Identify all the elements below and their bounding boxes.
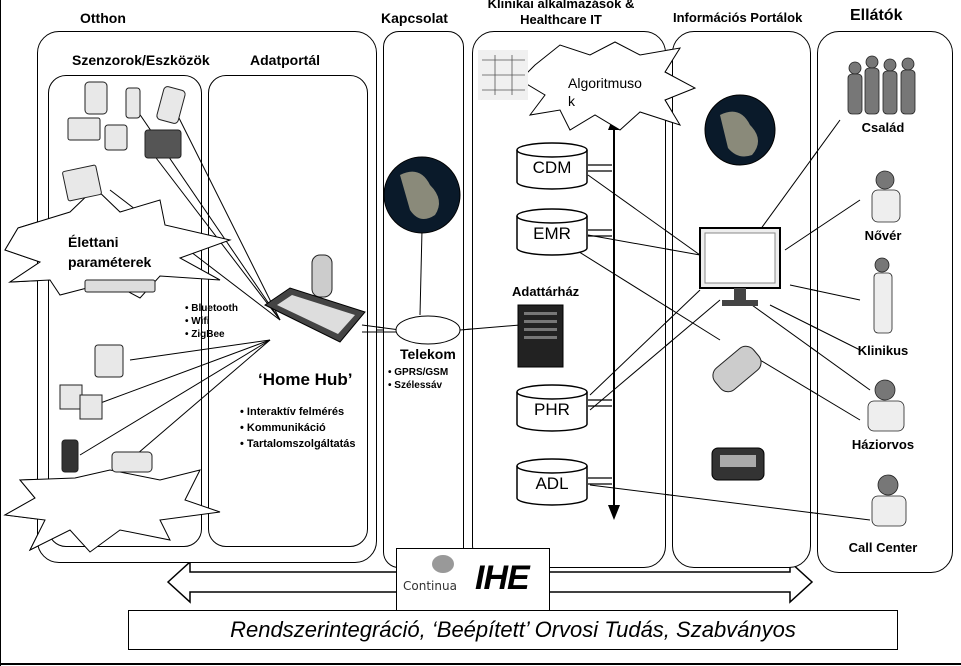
continua-logo: Continua xyxy=(403,579,457,593)
portals-title: Információs Portálok xyxy=(673,10,802,25)
phr-database: PHR xyxy=(516,384,588,432)
vital-params-line2: paraméterek xyxy=(68,252,151,272)
logo-box: Continua IHE xyxy=(396,548,550,612)
sensors-title: Szenzorok/Eszközök xyxy=(72,52,210,68)
wireless-item: ZigBee xyxy=(185,328,238,341)
ihe-logo: IHE xyxy=(475,559,529,598)
telekom-list: GPRS/GSM Szélessáv xyxy=(388,366,448,392)
vital-params-label: Élettani paraméterek xyxy=(68,232,151,272)
hub-services-list: Interaktív felmérés Kommunikáció Tartalo… xyxy=(240,404,356,452)
sensors-frame xyxy=(48,75,202,547)
vital-params-line1: Élettani xyxy=(68,232,151,252)
providers-title: Ellátók xyxy=(850,7,902,25)
portals-frame xyxy=(672,31,811,568)
cdm-database: CDM xyxy=(516,142,588,190)
wireless-item: Bluetooth xyxy=(185,302,238,315)
provider-clinician: Klinikus xyxy=(828,343,938,358)
provider-gp: Háziorvos xyxy=(828,437,938,452)
provider-family: Család xyxy=(828,120,938,135)
connection-frame xyxy=(383,31,464,568)
adl-label: ADL xyxy=(516,474,588,494)
continua-logo-mark xyxy=(432,555,454,573)
providers-frame xyxy=(817,31,953,573)
algorithms-label: Algoritmuso k xyxy=(568,74,642,110)
warehouse-label: Adattárház xyxy=(512,284,579,299)
footer-text: Rendszerintegráció, ‘Beépített’ Orvosi T… xyxy=(129,611,897,649)
wireless-item: Wifi xyxy=(185,315,238,328)
footer-box: Rendszerintegráció, ‘Beépített’ Orvosi T… xyxy=(128,610,898,650)
provider-call-center: Call Center xyxy=(828,540,938,555)
data-portal-title: Adatportál xyxy=(250,52,320,68)
telekom-title: Telekom xyxy=(400,346,456,362)
otthon-title: Otthon xyxy=(80,10,126,26)
provider-nurse: Nővér xyxy=(828,228,938,243)
algorithms-line1: Algoritmuso xyxy=(568,74,642,92)
service-item: Interaktív felmérés xyxy=(240,404,356,420)
emr-label: EMR xyxy=(516,224,588,244)
phr-label: PHR xyxy=(516,400,588,420)
wireless-list: Bluetooth Wifi ZigBee xyxy=(185,302,238,341)
clinical-title: Klinikai alkalmazások & Healthcare IT xyxy=(476,0,646,28)
service-item: Kommunikáció xyxy=(240,420,356,436)
service-item: Tartalomszolgáltatás xyxy=(240,436,356,452)
emr-database: EMR xyxy=(516,208,588,256)
algorithms-line2: k xyxy=(568,92,642,110)
connection-title: Kapcsolat xyxy=(381,10,448,26)
adl-database: ADL xyxy=(516,458,588,506)
home-hub-title: ‘Home Hub’ xyxy=(258,370,352,390)
telekom-item: GPRS/GSM xyxy=(388,366,448,379)
telekom-item: Szélessáv xyxy=(388,379,448,392)
cdm-label: CDM xyxy=(516,158,588,178)
